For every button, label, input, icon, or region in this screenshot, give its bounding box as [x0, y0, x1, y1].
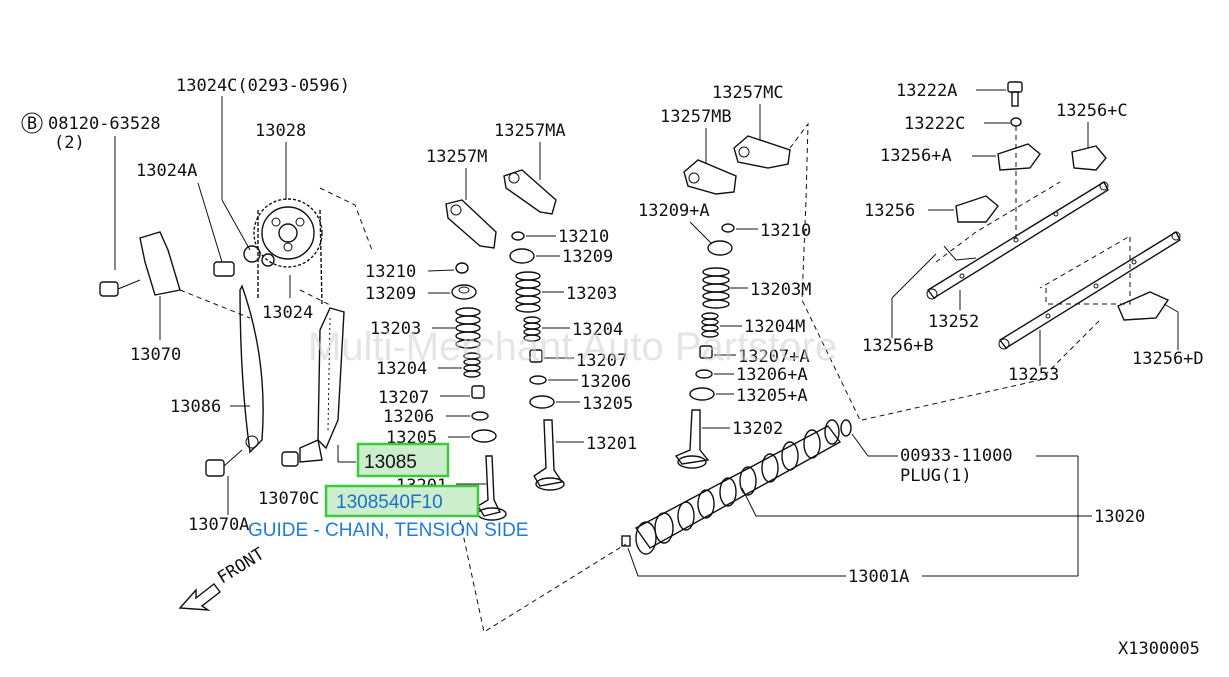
label-13203-mid[interactable]: 13203 — [566, 284, 617, 304]
label-13257MB[interactable]: 13257MB — [660, 107, 732, 127]
bolt-13222A — [1007, 81, 1023, 107]
label-13252[interactable]: 13252 — [928, 312, 979, 332]
label-13256D[interactable]: 13256+D — [1132, 349, 1204, 369]
label-13253[interactable]: 13253 — [1008, 365, 1059, 385]
label-13086[interactable]: 13086 — [170, 397, 221, 417]
label-13070A[interactable]: 13070A — [188, 515, 249, 535]
spring-13203M — [702, 267, 730, 309]
label-13001A[interactable]: 13001A — [848, 567, 909, 587]
label-plug: PLUG(1) — [900, 466, 972, 486]
camshaft — [634, 419, 842, 555]
washer-bolt — [213, 245, 275, 277]
figure-code: X1300005 — [1118, 639, 1200, 659]
bolt-13070A — [205, 459, 225, 477]
label-13206A[interactable]: 13206+A — [736, 365, 808, 385]
label-13257MC[interactable]: 13257MC — [712, 83, 784, 103]
svg-text:B: B — [27, 114, 37, 134]
label-13210-mid[interactable]: 13210 — [558, 227, 609, 247]
label-13205A[interactable]: 13205+A — [736, 386, 808, 406]
highlight-13085[interactable]: 13085 — [356, 442, 450, 478]
label-08120[interactable]: 08120-63528 — [48, 114, 161, 134]
label-13256B[interactable]: 13256+B — [862, 336, 934, 356]
bolt-symbol: B — [21, 112, 43, 134]
watermark: Multi-Merchant Auto Partstore — [308, 325, 837, 369]
label-13210-right[interactable]: 13210 — [760, 221, 811, 241]
label-13209A[interactable]: 13209+A — [638, 201, 710, 221]
label-13222C[interactable]: 13222C — [904, 114, 965, 134]
spring-13203-mid — [515, 271, 541, 313]
rocker-13257MB — [683, 159, 737, 195]
label-13207-left[interactable]: 13207 — [378, 388, 429, 408]
rocker-13257M — [445, 199, 497, 249]
cam-sprocket — [253, 198, 323, 306]
label-13257M[interactable]: 13257M — [426, 147, 487, 167]
tensioner-bracket — [99, 231, 181, 297]
label-13024[interactable]: 13024 — [262, 303, 313, 323]
label-13222A[interactable]: 13222A — [896, 81, 957, 101]
spring-13204-mid — [523, 316, 541, 342]
label-13024A[interactable]: 13024A — [136, 161, 197, 181]
selected-part-code[interactable]: 1308540F10 — [336, 492, 443, 513]
label-13256[interactable]: 13256 — [864, 201, 915, 221]
plug-00933 — [840, 419, 852, 437]
label-13203M[interactable]: 13203M — [750, 280, 811, 300]
label-13256A[interactable]: 13256+A — [880, 146, 952, 166]
spring-13204-left — [463, 352, 481, 378]
selected-part-description: GUIDE - CHAIN, TENSION SIDE — [248, 520, 528, 541]
label-13207-mid[interactable]: 13207 — [576, 351, 627, 371]
label-13204-mid[interactable]: 13204 — [572, 320, 623, 340]
label-13024C[interactable]: 13024C(0293-0596) — [176, 76, 350, 96]
front-arrow: FRONT — [178, 544, 268, 611]
valve-left — [477, 455, 507, 521]
label-13202[interactable]: 13202 — [732, 419, 783, 439]
label-13206-mid[interactable]: 13206 — [580, 372, 631, 392]
label-13209-mid[interactable]: 13209 — [562, 247, 613, 267]
label-13204M[interactable]: 13204M — [744, 317, 805, 337]
chain-guide-tension — [317, 307, 345, 450]
rocker-shaft-13252 — [926, 181, 1109, 300]
valve-mid — [533, 419, 565, 491]
bracket-13256 — [955, 195, 999, 223]
label-13205-mid[interactable]: 13205 — [582, 394, 633, 414]
selected-part-box[interactable]: 1308540F10 — [324, 484, 480, 518]
label-08120-qty: (2) — [54, 133, 85, 153]
label-13210-left[interactable]: 13210 — [365, 262, 416, 282]
bracket-13256D — [1117, 291, 1170, 321]
label-13207A[interactable]: 13207+A — [738, 347, 810, 367]
chain-guide-slack — [239, 284, 264, 454]
label-13257MA[interactable]: 13257MA — [494, 121, 566, 141]
label-13028[interactable]: 13028 — [255, 121, 306, 141]
rocker-shaft-13253 — [998, 231, 1181, 350]
bracket-13256C — [1071, 145, 1107, 171]
spring-13203-left — [455, 307, 481, 349]
label-13204-left[interactable]: 13204 — [376, 359, 427, 379]
valve-right — [674, 409, 710, 469]
rocker-13257MC — [733, 135, 791, 169]
front-label: FRONT — [214, 544, 268, 588]
label-13203-left[interactable]: 13203 — [370, 319, 421, 339]
label-13209-left[interactable]: 13209 — [365, 284, 416, 304]
label-13070[interactable]: 13070 — [130, 345, 181, 365]
spring-13204M — [701, 312, 719, 338]
label-13070C[interactable]: 13070C — [258, 489, 319, 509]
label-13201-mid[interactable]: 13201 — [586, 434, 637, 454]
rocker-13257MA — [503, 169, 557, 215]
bracket-13256A — [997, 143, 1041, 171]
label-13256C[interactable]: 13256+C — [1056, 101, 1128, 121]
label-13085[interactable]: 13085 — [364, 452, 417, 473]
label-13020[interactable]: 13020 — [1094, 507, 1145, 527]
label-00933[interactable]: 00933-11000 — [900, 446, 1013, 466]
label-13206-left[interactable]: 13206 — [383, 407, 434, 427]
